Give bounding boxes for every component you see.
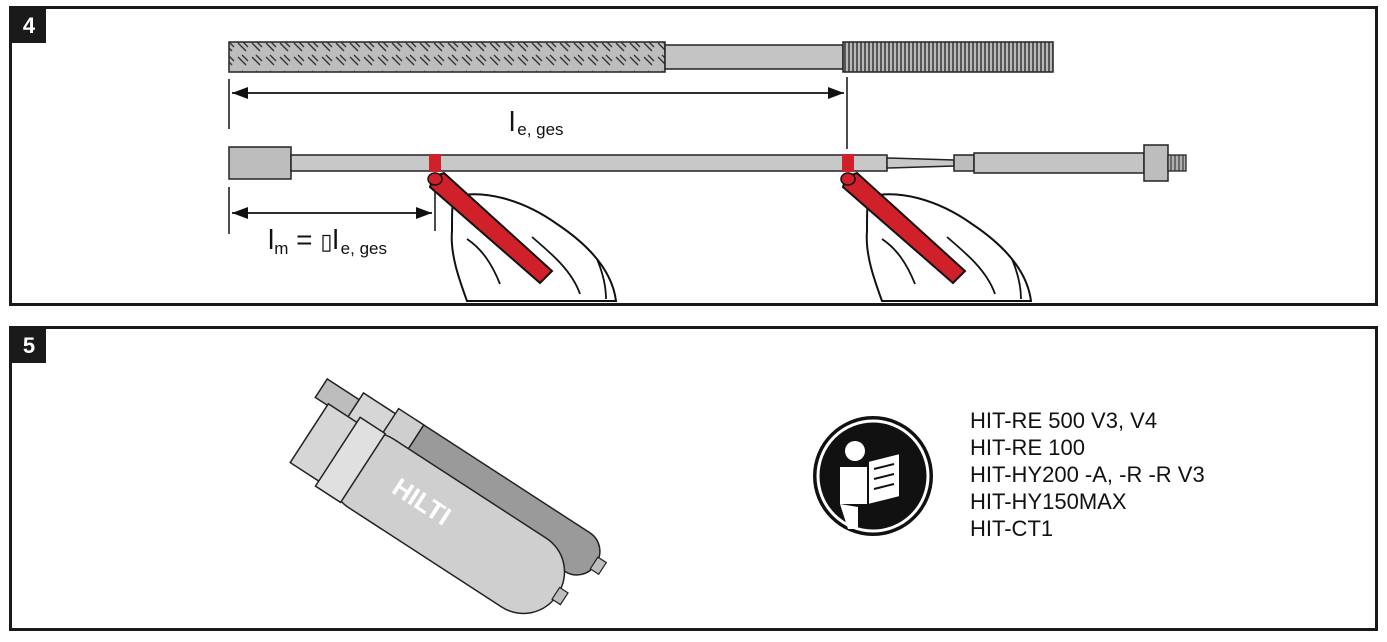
read-manual-icon	[813, 416, 933, 536]
setting-tool-rod	[228, 144, 1187, 182]
product-item: HIT-CT1	[970, 516, 1054, 541]
rebar-rod	[228, 41, 1054, 73]
dimension-total-length	[228, 77, 848, 149]
step-5-panel: 5 HILTI	[9, 326, 1378, 631]
product-item: HIT-HY200 -A, -R -R V3	[970, 462, 1205, 487]
hand-with-marker-left	[427, 171, 618, 302]
step-5-illustration: HILTI	[289, 377, 933, 615]
step-number-badge: 4	[12, 9, 46, 43]
product-item: HIT-RE 100	[970, 435, 1085, 460]
product-item: HIT-RE 500 V3, V4	[970, 408, 1158, 433]
product-item: HIT-HY150MAX	[970, 489, 1127, 514]
red-mark-right	[842, 154, 854, 172]
hand-with-marker-right	[840, 171, 1033, 302]
red-mark-left	[429, 154, 441, 172]
adhesive-cartridge: HILTI	[289, 377, 608, 615]
product-list: HIT-RE 500 V3, V4 HIT-RE 100 HIT-HY200 -…	[970, 407, 1205, 542]
step-number-badge: 5	[12, 329, 46, 363]
